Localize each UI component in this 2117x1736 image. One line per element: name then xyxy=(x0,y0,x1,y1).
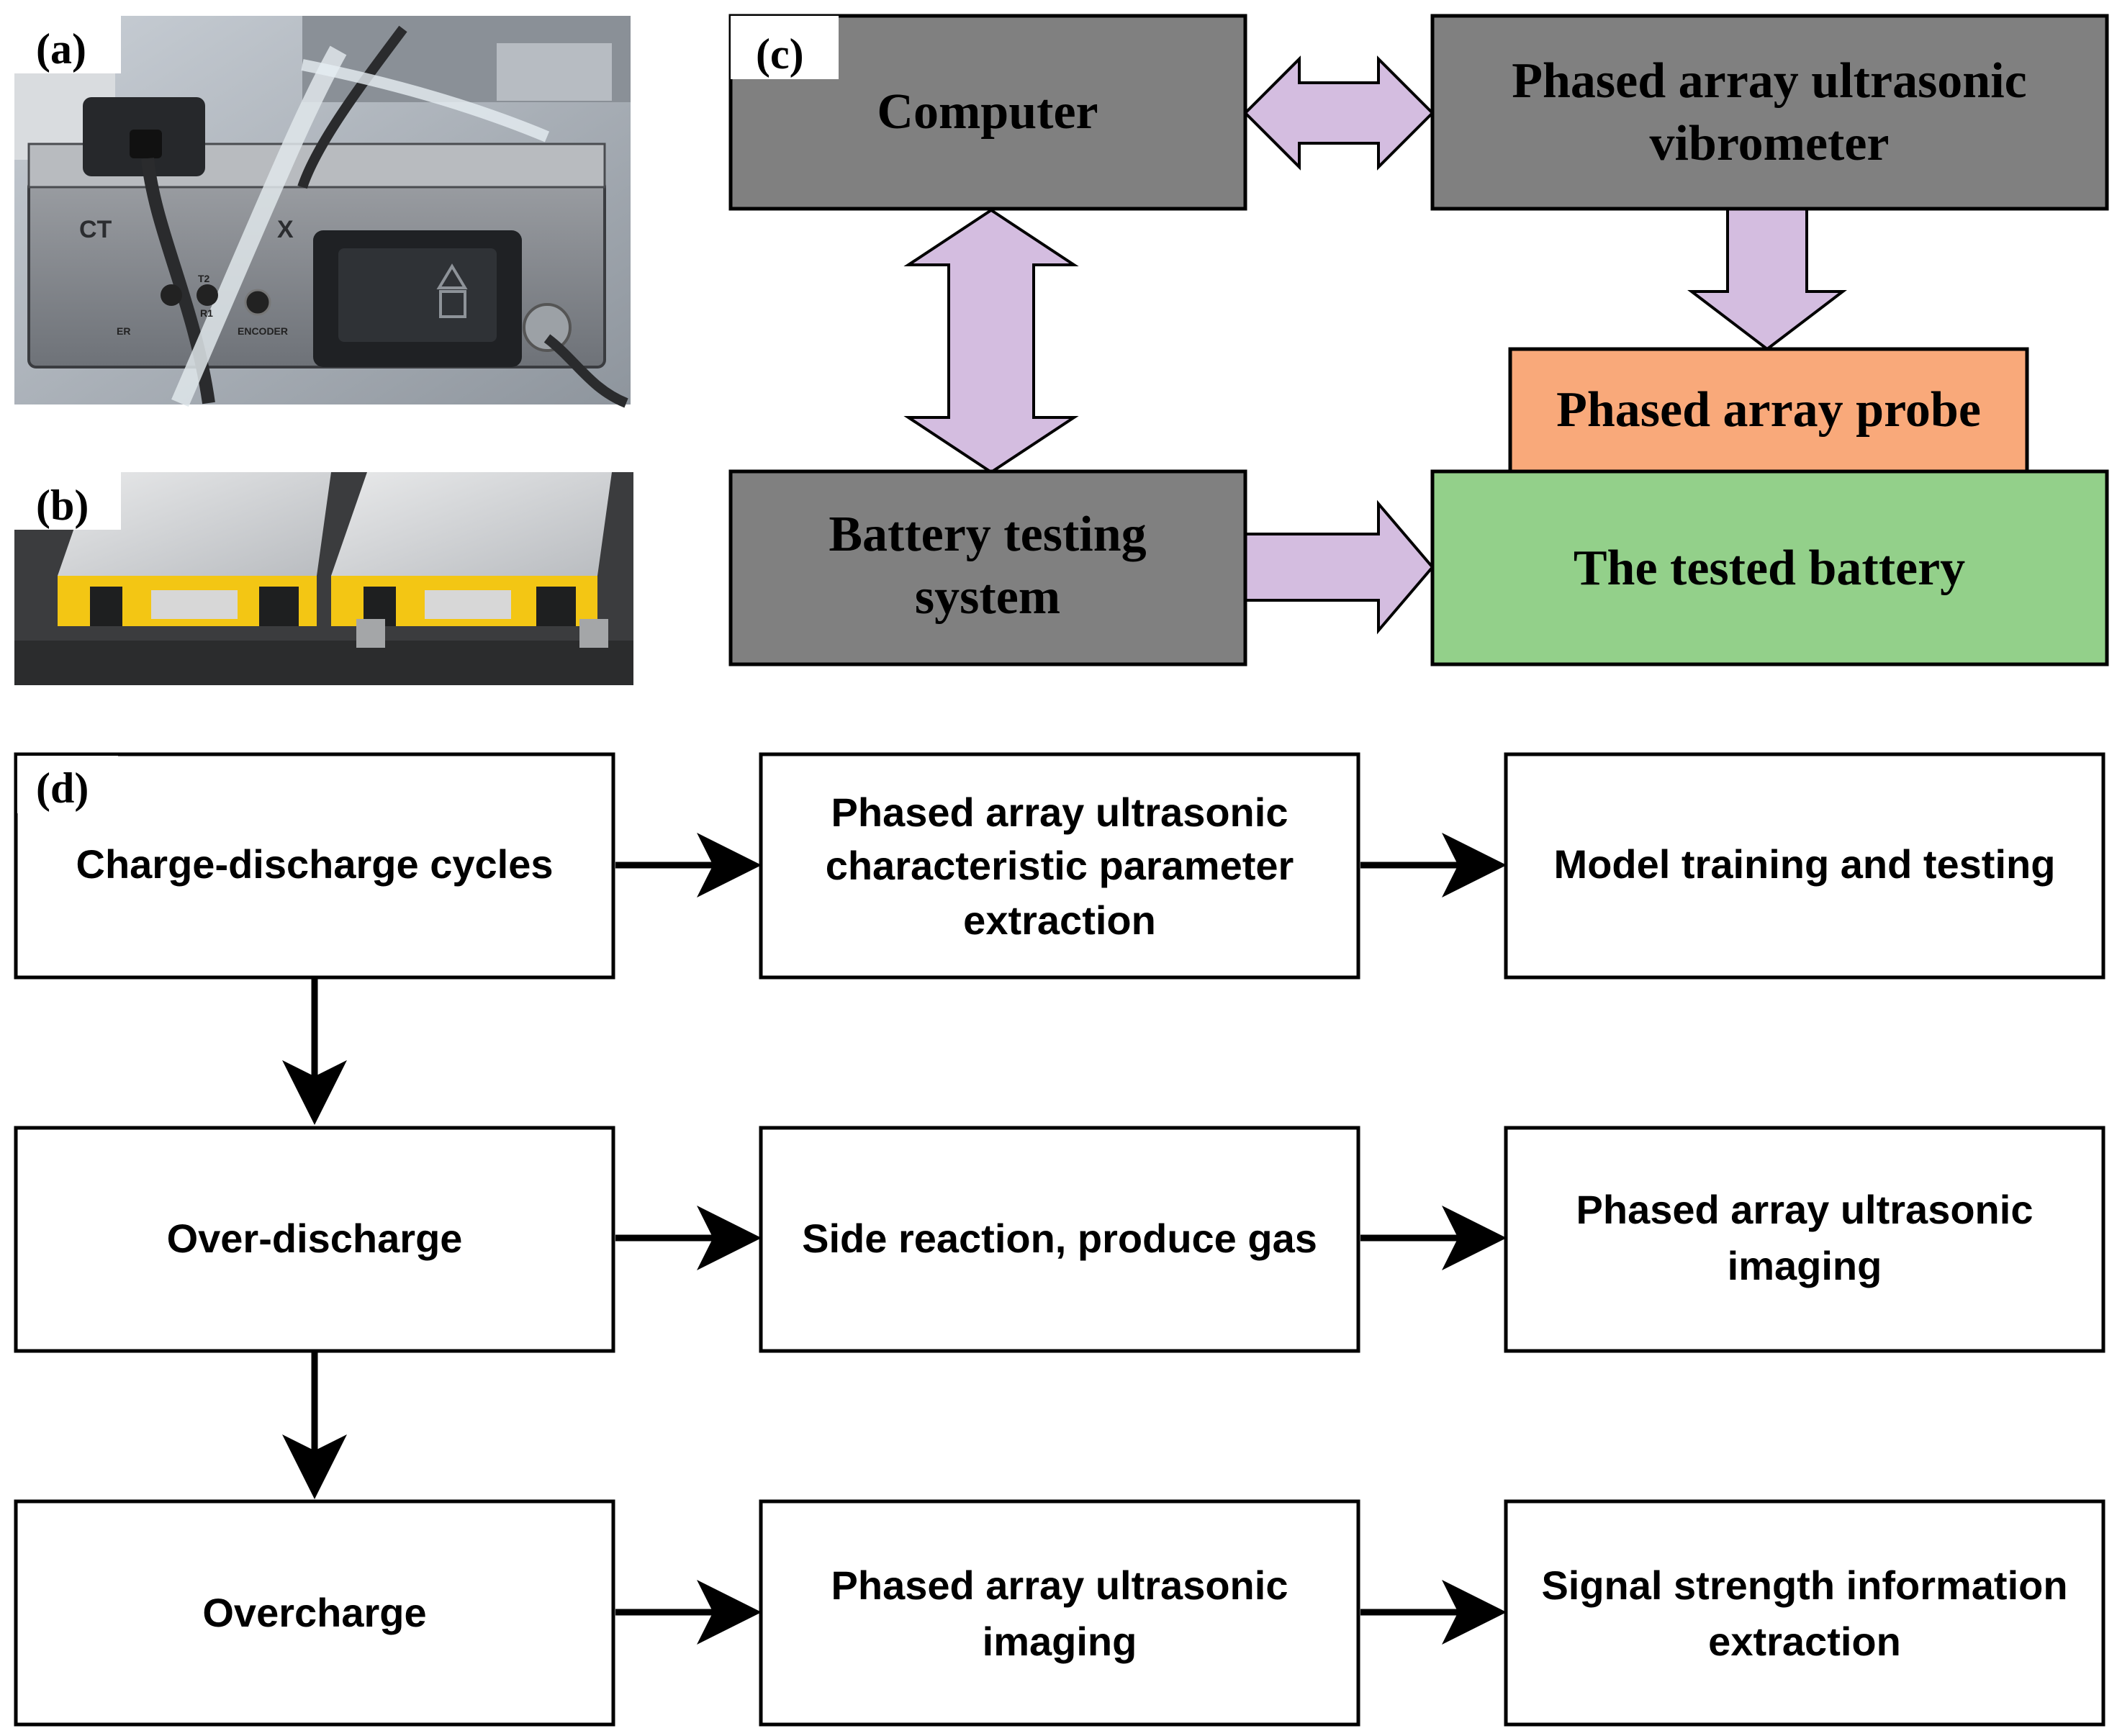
battery-testing-label-line2: system xyxy=(915,569,1060,625)
panel-a-label: (a) xyxy=(36,25,86,73)
text-side-reaction: Side reaction, produce gas xyxy=(802,1216,1317,1261)
panel-b-photo: (b) xyxy=(14,472,633,685)
box-characteristic-extraction xyxy=(759,752,1360,980)
battery-cell-1 xyxy=(58,472,331,626)
panel-c-label: (c) xyxy=(756,30,804,78)
device-brand-tail-text: X xyxy=(277,216,294,243)
probe-label: Phased array probe xyxy=(1556,382,1981,438)
tested-battery-label: The tested battery xyxy=(1574,541,1965,596)
battery-testing-box xyxy=(728,469,1247,666)
tested-battery-box xyxy=(1430,469,2109,666)
port-encoder-text: ENCODER xyxy=(238,325,288,337)
box-side-reaction xyxy=(759,1126,1360,1353)
panel-d-flowchart: (d) Charge-discharge cycles Phased array… xyxy=(14,752,2105,1727)
battery-testing-label-line1: Battery testing xyxy=(829,507,1146,562)
vibrometer-box xyxy=(1430,14,2109,211)
text-characteristic-line1: Phased array ultrasonic xyxy=(831,790,1288,835)
text-imaging-row2-line1: Phased array ultrasonic xyxy=(1576,1187,2034,1232)
text-characteristic-line3: extraction xyxy=(963,898,1156,943)
text-charge-discharge: Charge-discharge cycles xyxy=(76,841,554,887)
arrow-battery-testing-tested xyxy=(1244,499,1435,635)
box-imaging-row2 xyxy=(1504,1126,2105,1353)
box-model-training xyxy=(1504,752,2105,980)
panel-d-label: (d) xyxy=(36,764,89,812)
box-overcharge xyxy=(14,1499,615,1727)
text-imaging-row3-line1: Phased array ultrasonic xyxy=(831,1563,1288,1608)
text-model-training: Model training and testing xyxy=(1554,841,2056,887)
port-power-text: ER xyxy=(117,325,130,337)
panel-a-photo: CT X T2 R1 ENCODER ER (a) xyxy=(14,16,631,408)
box-imaging-row3 xyxy=(759,1499,1360,1727)
computer-label: Computer xyxy=(877,84,1098,140)
text-overcharge: Overcharge xyxy=(202,1590,426,1635)
text-signal-strength-line1: Signal strength information xyxy=(1541,1563,2067,1608)
text-imaging-row3-line2: imaging xyxy=(983,1619,1137,1664)
text-over-discharge: Over-discharge xyxy=(167,1216,463,1261)
battery-cell-2 xyxy=(331,472,612,648)
text-characteristic-line2: characteristic parameter xyxy=(826,843,1294,888)
text-imaging-row2-line2: imaging xyxy=(1728,1243,1882,1288)
arrow-vibrometer-probe xyxy=(1687,207,1847,351)
port-r1-text: R1 xyxy=(200,307,213,319)
port-t2-text: T2 xyxy=(198,273,210,284)
box-signal-strength xyxy=(1504,1499,2105,1727)
vibrometer-label-line1: Phased array ultrasonic xyxy=(1512,53,2027,109)
panel-c-diagram: (c) Computer Phased array ultrasonic vib… xyxy=(728,14,2109,666)
box-over-discharge xyxy=(14,1126,615,1353)
vibrometer-label-line2: vibrometer xyxy=(1649,116,1889,171)
device-brand-text: CT xyxy=(79,216,112,243)
panel-b-label: (b) xyxy=(36,482,89,529)
arrow-computer-vibrometer xyxy=(1243,55,1435,171)
arrow-computer-battery-testing xyxy=(903,208,1079,474)
flow-arrows xyxy=(282,833,1507,1645)
text-signal-strength-line2: extraction xyxy=(1708,1619,1901,1664)
